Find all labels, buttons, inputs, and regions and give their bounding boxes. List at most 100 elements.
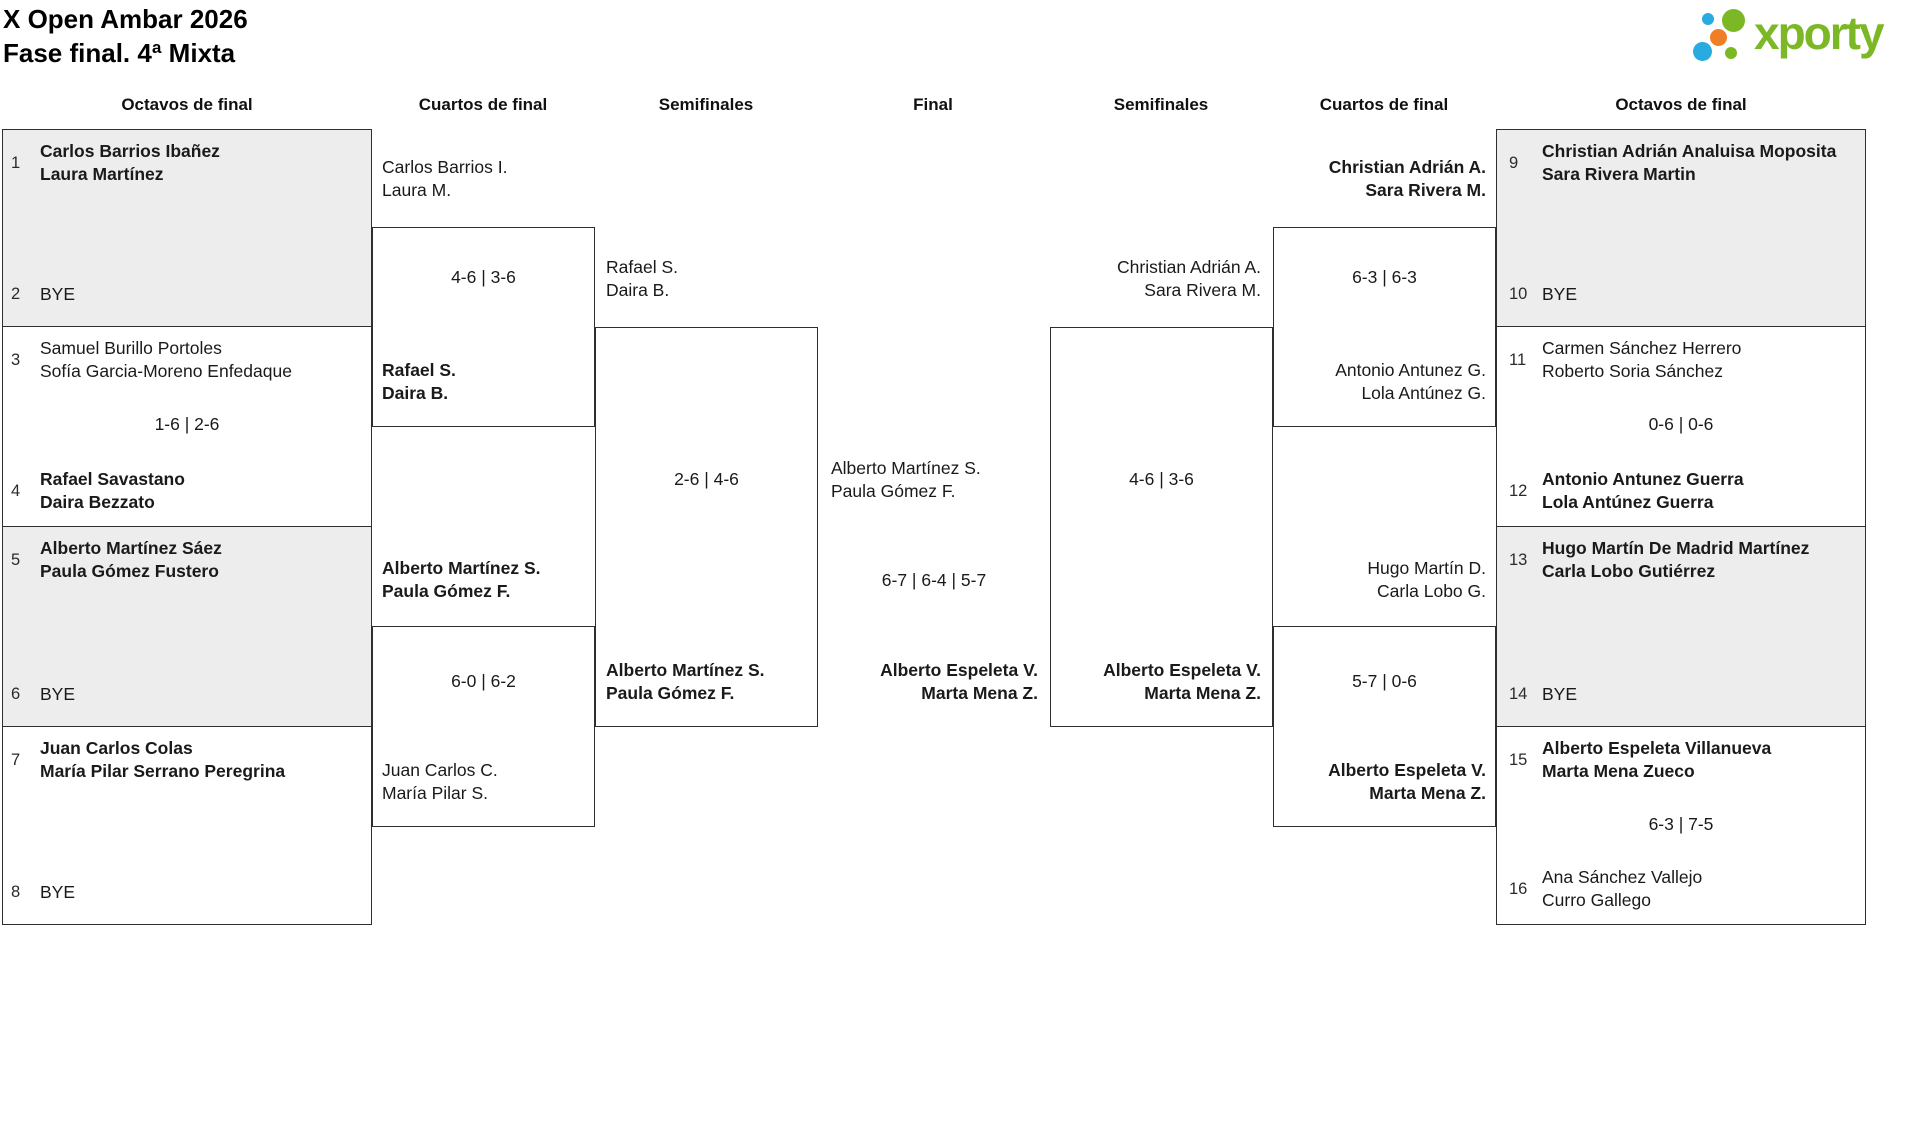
team-name: Roberto Soria Sánchez — [1542, 361, 1723, 381]
team-name: BYE — [40, 882, 76, 902]
team-name: Hugo Martín D. — [1367, 558, 1486, 578]
final-score: 6-7 | 6-4 | 5-7 — [881, 570, 987, 590]
team-name: Daira B. — [382, 383, 449, 403]
team-row: 6 BYE — [11, 683, 365, 706]
logo-dot-icon — [1702, 13, 1714, 25]
logo-dot-icon — [1722, 9, 1745, 32]
team-name: Carmen Sánchez Herrero — [1542, 338, 1742, 358]
team-name: Samuel Burillo Portoles — [40, 338, 222, 358]
match-score: 4-6 | 3-6 — [1129, 469, 1194, 489]
seed-number: 8 — [11, 883, 21, 901]
match-box-semi-left — [595, 327, 818, 727]
team-name-block: Christian Adrián A.Sara Rivera M. — [1276, 156, 1486, 202]
team-name: Alberto Espeleta V. — [1103, 660, 1261, 680]
team-name: Alberto Martínez Sáez — [40, 538, 222, 558]
team-name: Rafael Savastano — [40, 469, 185, 489]
team-name: Juan Carlos Colas — [40, 738, 193, 758]
match-score: 4-6 | 3-6 — [451, 267, 516, 287]
team-name: Carla Lobo G. — [1377, 581, 1486, 601]
team-name: Carlos Barrios I. — [382, 157, 508, 177]
match-box-cuartos-left-1 — [372, 227, 595, 427]
team-name: Antonio Antunez G. — [1335, 360, 1486, 380]
logo-dot-icon — [1693, 42, 1712, 61]
team-name: Alberto Martínez S. — [382, 558, 541, 578]
team-name: Christian Adrián Analuisa Moposita — [1542, 141, 1837, 161]
team-name: Rafael S. — [382, 360, 456, 380]
xporty-logo[interactable]: xporty — [1684, 2, 1920, 72]
seed-number: 9 — [1509, 153, 1519, 172]
team-name: Antonio Antunez Guerra — [1542, 469, 1744, 489]
team-name: Alberto Espeleta V. — [1328, 760, 1486, 780]
team-name: Paula Gómez F. — [831, 481, 956, 501]
team-name: Marta Mena Z. — [1144, 683, 1261, 703]
seed-number: 10 — [1509, 285, 1528, 303]
seed-number: 5 — [11, 550, 21, 569]
round-header-octavos-right: Octavos de final — [1615, 95, 1747, 114]
team-name: Paula Gómez F. — [382, 581, 511, 601]
seed-number: 3 — [11, 350, 21, 369]
team-name: Curro Gallego — [1542, 890, 1651, 910]
match-box-semi-right — [1050, 327, 1273, 727]
seed-number: 4 — [11, 481, 21, 500]
team-name: Rafael S. — [606, 257, 678, 277]
seed-number: 1 — [11, 153, 21, 172]
tournament-name: X Open Ambar 2026 — [3, 4, 248, 34]
round-header-octavos-left: Octavos de final — [121, 95, 253, 114]
team-row: 2 BYE — [11, 283, 365, 306]
logo-dot-icon — [1725, 47, 1737, 59]
seed-number: 13 — [1509, 550, 1528, 569]
match-score: 1-6 | 2-6 — [154, 414, 220, 434]
round-header-semis-left: Semifinales — [658, 95, 754, 114]
team-name-block: Alberto Espeleta V. Marta Mena Z. — [1051, 659, 1261, 705]
team-name: Alberto Espeleta V. — [880, 660, 1038, 680]
team-name: BYE — [40, 284, 76, 304]
team-row: 10 BYE — [1509, 283, 1859, 306]
team-name: Alberto Espeleta Villanueva — [1542, 738, 1772, 758]
team-name: Paula Gómez Fustero — [40, 561, 219, 581]
team-name-block: Christian Adrián A. Sara Rivera M. — [1051, 256, 1261, 302]
match-score: 0-6 | 0-6 — [1648, 414, 1714, 434]
team-name-block: Rafael S. Daira B. — [382, 359, 592, 405]
match-score: 5-7 | 0-6 — [1352, 671, 1417, 691]
team-name: BYE — [1542, 684, 1578, 704]
round-header-final: Final — [913, 95, 953, 114]
team-name: Carla Lobo Gutiérrez — [1542, 561, 1716, 581]
team-name-block: Alberto Martínez S. Paula Gómez F. — [382, 557, 592, 603]
team-name: María Pilar S. — [382, 783, 488, 803]
team-name-block: Alberto Martínez S.Paula Gómez F. — [606, 659, 816, 705]
seed-number: 7 — [11, 750, 21, 769]
seed-number: 14 — [1509, 685, 1528, 703]
round-header-cuartos-right: Cuartos de final — [1319, 95, 1449, 114]
team-name: Marta Mena Zueco — [1542, 761, 1695, 781]
seed-number: 6 — [11, 685, 21, 703]
team-name: Lola Antúnez Guerra — [1542, 492, 1714, 512]
team-name: María Pilar Serrano Peregrina — [40, 761, 286, 781]
team-row: 14 BYE — [1509, 683, 1859, 706]
seed-number: 15 — [1509, 750, 1528, 769]
team-name-block: Carlos Barrios I.Laura M. — [382, 156, 592, 202]
team-name: Christian Adrián A. — [1117, 257, 1261, 277]
team-name: Daira B. — [606, 280, 670, 300]
team-name: Marta Mena Z. — [921, 683, 1038, 703]
team-name-block: Hugo Martín D. Carla Lobo G. — [1276, 557, 1486, 603]
phase-name: Fase final. 4ª Mixta — [3, 38, 236, 68]
team-name-block: Rafael S. Daira B. — [606, 256, 816, 302]
match-box-cuartos-right-1 — [1273, 227, 1496, 427]
team-name: BYE — [40, 684, 76, 704]
team-name: Alberto Martínez S. — [606, 660, 765, 680]
match-box-cuartos-right-2 — [1273, 626, 1496, 827]
final-winner: Alberto Espeleta V. Marta Mena Z. — [828, 659, 1038, 705]
team-name: Lola Antúnez G. — [1361, 383, 1486, 403]
team-name: Sofía Garcia-Moreno Enfedaque — [40, 361, 292, 381]
team-name: Sara Rivera M. — [1144, 280, 1261, 300]
team-name: Marta Mena Z. — [1369, 783, 1486, 803]
finalist-name-block: Alberto Martínez S.Paula Gómez F. — [831, 457, 1041, 503]
